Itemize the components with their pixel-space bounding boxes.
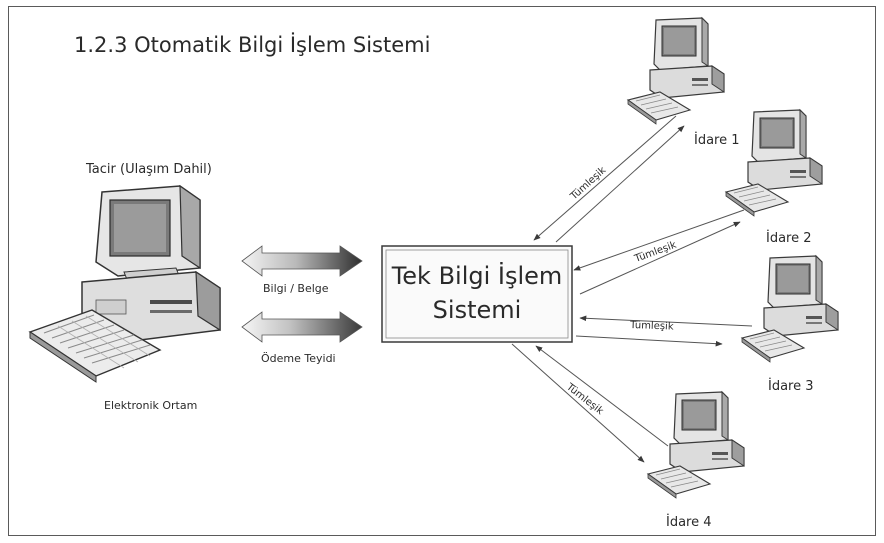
office-3-label: İdare 3 — [768, 378, 814, 394]
office-2-computer-icon — [725, 109, 823, 217]
central-system-line1: Tek Bilgi İşlem — [391, 261, 563, 290]
office-3-connection — [575, 315, 753, 347]
office-2-label: İdare 2 — [766, 230, 812, 246]
office-4-connection — [511, 343, 669, 463]
office-1-label: İdare 1 — [694, 132, 740, 148]
office-4-label: İdare 4 — [666, 514, 712, 530]
link-label-office-1: Tümleşik — [568, 165, 609, 203]
info-exchange-arrow — [241, 245, 363, 277]
office-1-connection — [533, 115, 685, 243]
office-4-computer-icon — [647, 391, 745, 499]
exchange-label-document: Bilgi / Belge — [263, 282, 329, 295]
office-3-computer-icon — [741, 255, 839, 363]
exchange-label-payment: Ödeme Teyidi — [261, 352, 336, 365]
central-system-line2: Sistemi — [433, 296, 522, 324]
electronic-environment-caption: Elektronik Ortam — [104, 399, 197, 412]
link-label-office-2: Tümleşik — [632, 240, 678, 266]
office-1-computer-icon — [627, 17, 725, 125]
merchant-computer-icon — [28, 184, 221, 383]
payment-confirmation-arrow — [241, 311, 363, 343]
link-label-office-3: Tümleşik — [629, 320, 674, 333]
merchant-label: Tacir (Ulaşım Dahil) — [85, 162, 212, 177]
office-2-connection — [573, 209, 745, 295]
diagram-title: 1.2.3 Otomatik Bilgi İşlem Sistemi — [74, 32, 430, 57]
central-system-box — [381, 245, 573, 343]
link-label-office-4: Tümleşik — [563, 381, 605, 417]
